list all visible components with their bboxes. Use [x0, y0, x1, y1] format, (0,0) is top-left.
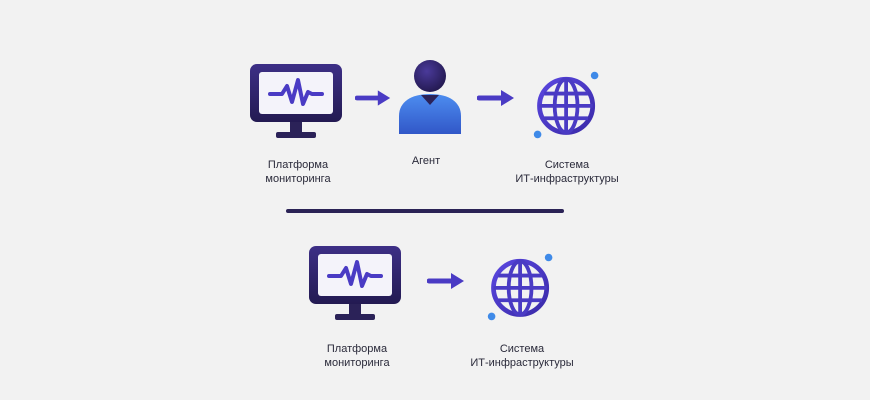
divider [286, 209, 564, 213]
it-system-label: Система ИТ-инфраструктуры [487, 158, 647, 186]
agent-user-icon [399, 60, 461, 134]
label-line: мониторинга [324, 357, 390, 369]
label-line: Система [544, 159, 590, 171]
monitoring-platform-label: Платформа мониторинга [277, 342, 437, 370]
label-line: Платформа [326, 343, 388, 355]
label-line: ИТ-инфраструктуры [515, 173, 619, 185]
arrow-right-icon [355, 88, 393, 108]
label-line: Система [499, 343, 545, 355]
agent-label: Агент [346, 154, 506, 168]
globe-icon [530, 66, 606, 142]
label-line: Платформа [267, 159, 329, 171]
label-line: мониторинга [265, 173, 331, 185]
monitor-icon [246, 62, 346, 142]
it-system-label: Система ИТ-инфраструктуры [442, 342, 602, 370]
label-line: Агент [411, 155, 441, 167]
monitor-icon [305, 244, 405, 324]
monitoring-platform-label: Платформа мониторинга [218, 158, 378, 186]
globe-icon [484, 248, 560, 324]
arrow-right-icon [424, 271, 470, 291]
label-line: ИТ-инфраструктуры [470, 357, 574, 369]
arrow-right-icon [474, 88, 520, 108]
